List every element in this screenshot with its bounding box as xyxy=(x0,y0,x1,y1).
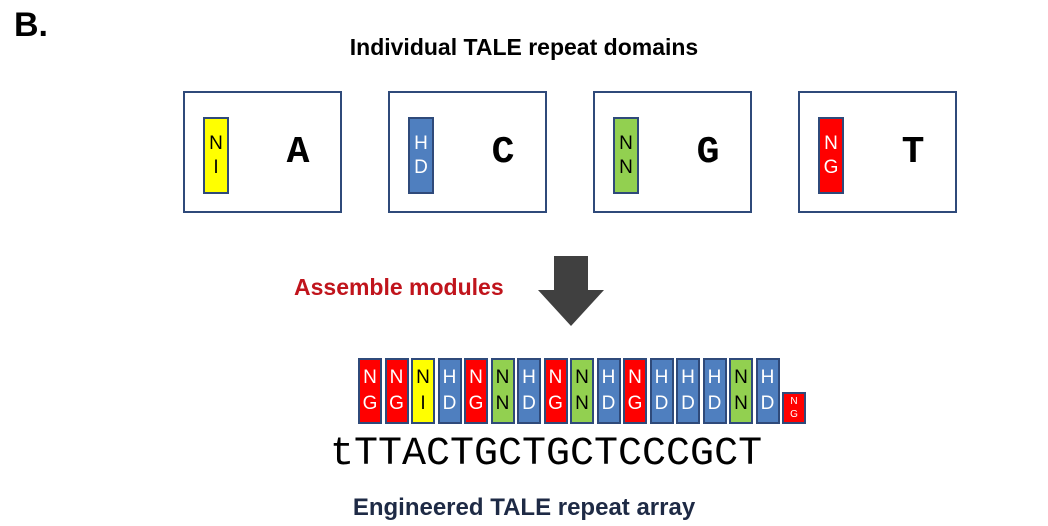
rvd-letter: H xyxy=(442,367,457,388)
diagram-title: Individual TALE repeat domains xyxy=(349,34,699,60)
rvd-letter: H xyxy=(707,367,722,388)
rvd-letter: G xyxy=(548,393,563,414)
nucleotide-label: T xyxy=(901,131,925,174)
nucleotide-label: G xyxy=(696,131,720,174)
rvd-letter: N xyxy=(734,393,748,414)
rvd-letter: N xyxy=(619,156,633,178)
rvd-letter: N xyxy=(575,367,589,388)
assemble-label: Assemble modules xyxy=(294,274,504,300)
rvd-letter: N xyxy=(619,132,633,154)
nucleotide-label: A xyxy=(286,131,310,174)
rvd-letter: I xyxy=(213,156,219,178)
rvd-letter: N xyxy=(469,367,483,388)
rvd-letter: H xyxy=(654,367,669,388)
dna-sequence: tTTACTGCTGCTCCCGCT xyxy=(330,432,763,477)
array-caption: Engineered TALE repeat array xyxy=(352,494,696,521)
rvd-letter: G xyxy=(823,156,839,178)
rvd-letter: D xyxy=(707,393,722,414)
rvd-letter: G xyxy=(627,393,643,414)
rvd-letter: G xyxy=(389,393,404,414)
rvd-letter: G xyxy=(790,409,798,420)
rvd-letter: D xyxy=(442,393,457,414)
rvd-letter: N xyxy=(734,367,748,388)
rvd-letter: D xyxy=(654,393,669,414)
rvd-letter: H xyxy=(601,367,616,388)
rvd-letter: D xyxy=(601,393,616,414)
rvd-letter: N xyxy=(548,367,563,388)
nucleotide-label: C xyxy=(491,131,515,174)
panel-label: B. xyxy=(14,6,48,44)
rvd-letter: N xyxy=(416,367,430,388)
rvd-letter: N xyxy=(790,396,798,407)
rvd-letter: G xyxy=(468,393,484,414)
rvd-letter: H xyxy=(760,367,775,388)
rvd-letter: N xyxy=(363,367,377,388)
rvd-letter: D xyxy=(681,393,695,414)
rvd-letter: N xyxy=(209,132,223,154)
rvd-letter: N xyxy=(495,393,510,414)
rvd-letter: H xyxy=(414,132,428,154)
rvd-letter: N xyxy=(628,367,642,388)
rvd-letter: I xyxy=(420,393,426,414)
rvd-letter: N xyxy=(495,367,510,388)
rvd-letter: D xyxy=(414,156,428,178)
rvd-letter: N xyxy=(575,393,589,414)
rvd-letter: G xyxy=(362,393,378,414)
rvd-letter: H xyxy=(681,367,695,388)
rvd-letter: N xyxy=(824,132,838,154)
down-arrow-icon xyxy=(538,256,604,326)
rvd-letter: D xyxy=(760,393,775,414)
rvd-letter: D xyxy=(522,393,536,414)
rvd-letter: H xyxy=(522,367,536,388)
rvd-letter: N xyxy=(389,367,404,388)
